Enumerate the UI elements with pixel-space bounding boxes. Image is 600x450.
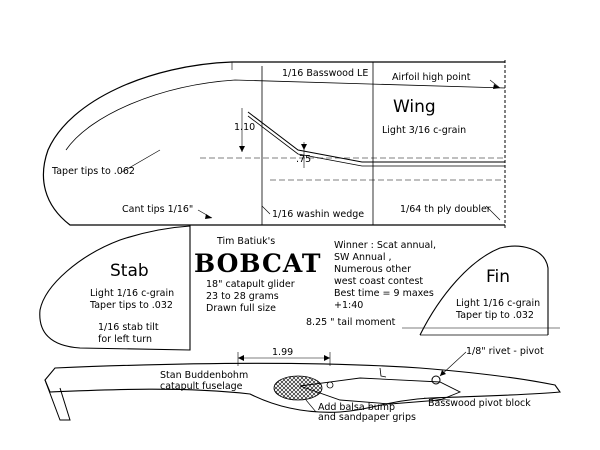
dihedral-profile	[247, 111, 505, 163]
designer-label: Tim Batiuk's	[217, 236, 276, 247]
wing-title: Wing	[393, 97, 436, 117]
info-line2: 23 to 28 grams	[206, 291, 279, 302]
fin-title: Fin	[486, 267, 511, 287]
fuselage-tail-boom	[44, 379, 71, 421]
fuselage-outline	[44, 362, 561, 413]
info-line1: 18" catapult glider	[206, 279, 295, 290]
wing-le-line	[65, 79, 506, 151]
rivet-label: 1/8" rivet - pivot	[466, 346, 544, 357]
balsa-label1: Add balsa bump	[318, 402, 396, 413]
winner-line2: SW Annual ,	[334, 252, 392, 263]
rivet-hole	[326, 381, 334, 389]
hook-mark	[379, 367, 387, 378]
fin-outline	[419, 245, 549, 336]
wing-taper-label: Taper tips to .062	[52, 166, 135, 177]
stab-line4: for left turn	[98, 334, 152, 345]
wing-airfoil-label: Airfoil high point	[392, 72, 471, 83]
info-line3: Drawn full size	[206, 303, 276, 314]
pivot-block-label: Basswood pivot block	[428, 398, 531, 409]
fin-line2: Taper tip to .032	[456, 310, 534, 321]
winner-line5: Best time = 9 maxes	[334, 288, 434, 299]
balsa-grip	[273, 375, 323, 401]
fuselage-label1: Stan Buddenbohm	[160, 370, 249, 381]
wing-dim-075: .75	[296, 154, 312, 165]
winner-line3: Numerous other	[334, 264, 412, 275]
stab-title: Stab	[110, 261, 149, 281]
stab-outline	[39, 225, 191, 351]
wing-cant-label: Cant tips 1/16"	[122, 204, 194, 215]
wing-washin-label: 1/16 washin wedge	[272, 209, 365, 220]
balsa-label2: and sandpaper grips	[318, 412, 416, 423]
stab-line3: 1/16 stab tilt	[98, 322, 159, 333]
winner-line1: Winner : Scat annual,	[334, 240, 437, 251]
glider-name: BOBCAT	[194, 249, 322, 278]
fin-line1: Light 1/16 c-grain	[456, 298, 541, 309]
winner-line6: +1:40	[334, 300, 364, 311]
fuselage-label2: catapult fuselage	[160, 381, 243, 392]
wing-outline	[42, 61, 505, 226]
dim-199-label: 1.99	[272, 347, 294, 358]
dihedral-profile-2	[247, 115, 505, 167]
wing-material: Light 3/16 c-grain	[382, 125, 467, 136]
rivet-pivot	[431, 375, 441, 385]
tail-moment-label: 8.25 " tail moment	[306, 317, 396, 328]
wing-doubler-label: 1/64 th ply doubler	[400, 204, 491, 215]
wing-dim-110: 1.10	[234, 122, 256, 133]
wing-le-label: 1/16 Basswood LE	[282, 68, 369, 79]
stab-line2: Taper tips to .032	[90, 300, 173, 311]
winner-line4: west coast contest	[334, 276, 424, 287]
stab-line1: Light 1/16 c-grain	[90, 288, 175, 299]
pivot-block	[299, 377, 462, 405]
